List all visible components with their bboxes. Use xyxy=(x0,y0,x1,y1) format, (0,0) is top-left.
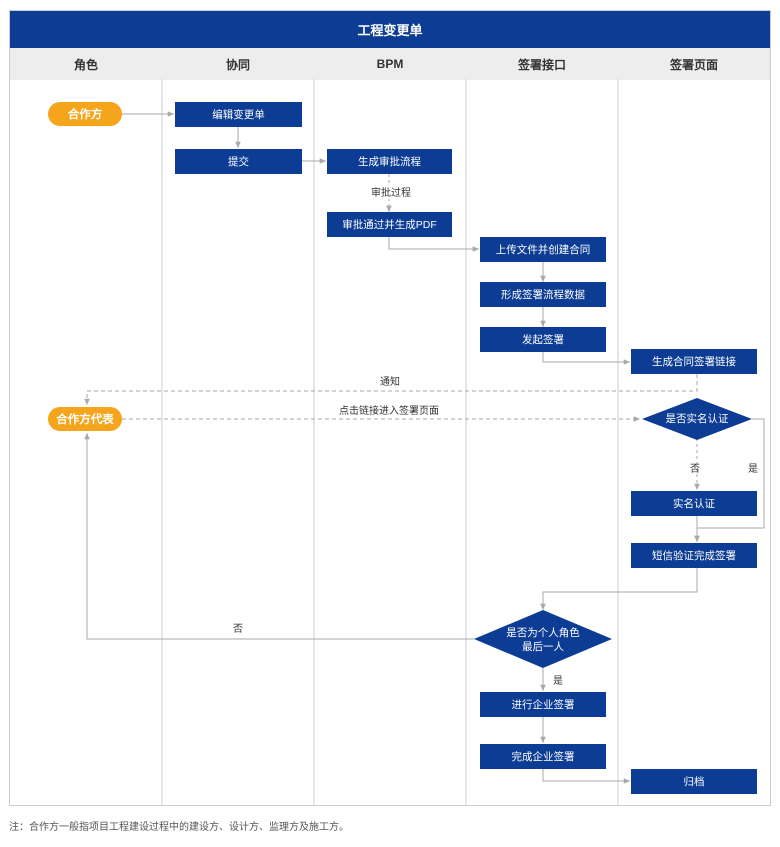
step-gen-flow: 生成审批流程 xyxy=(327,149,452,174)
label-decision2-yes: 是 xyxy=(553,676,563,687)
decision-verified xyxy=(642,398,752,440)
edge-decision2-no xyxy=(84,433,474,640)
lane-header: 角色 协同 BPM 签署接口 签署页面 xyxy=(10,48,770,80)
step-archive: 归档 xyxy=(631,769,757,794)
step-sms-sign: 短信验证完成签署 xyxy=(631,543,757,568)
lane-header-bpm: BPM xyxy=(376,57,404,71)
step-corp-sign: 进行企业签署 xyxy=(480,692,606,717)
label-click-link: 点击链接进入签署页面 xyxy=(339,406,439,417)
step-gen-link: 生成合同签署链接 xyxy=(631,349,757,374)
decision-verified-label: 是否实名认证 xyxy=(665,413,729,425)
lane-header-sign-api: 签署接口 xyxy=(517,57,566,72)
diagram-title: 工程变更单 xyxy=(10,11,770,48)
role-partner: 合作方 xyxy=(48,102,122,126)
step-upload: 上传文件并创建合同 xyxy=(480,237,606,262)
label-decision2-no: 否 xyxy=(233,624,243,635)
decision-last-person-label-2: 最后一人 xyxy=(522,641,564,653)
step-form-data: 形成签署流程数据 xyxy=(480,282,606,307)
step-submit: 提交 xyxy=(175,149,302,174)
step-start-sign: 发起签署 xyxy=(480,327,606,352)
lane-header-role: 角色 xyxy=(73,57,98,72)
role-partner-rep: 合作方代表 xyxy=(48,407,122,431)
label-verified-yes: 是 xyxy=(748,464,758,475)
step-approve-pdf: 审批通过并生成PDF xyxy=(327,212,452,237)
edge-approve-upload xyxy=(388,237,479,252)
decision-last-person-label-1: 是否为个人角色 xyxy=(506,627,580,639)
diagram-frame: 工程变更单 角色 协同 BPM 签署接口 签署页面 xyxy=(9,10,771,806)
footnote: 注：合作方一般指项目工程建设过程中的建设方、设计方、监理方及施工方。 xyxy=(9,822,349,833)
label-notify: 通知 xyxy=(380,377,400,388)
edge-notify xyxy=(84,374,698,405)
edge-verified-yes xyxy=(694,418,765,542)
label-approve-process: 审批过程 xyxy=(369,184,413,199)
edge-done-archive xyxy=(542,769,630,784)
step-edit-change: 编辑变更单 xyxy=(175,102,302,127)
decision-last-person xyxy=(474,610,612,668)
label-verified-no: 否 xyxy=(690,464,700,475)
step-real-name: 实名认证 xyxy=(631,491,757,516)
lane-header-sign-page: 签署页面 xyxy=(669,57,718,72)
step-corp-done: 完成企业签署 xyxy=(480,744,606,769)
edge-start-genlink xyxy=(542,352,630,365)
edge-sms-decision2 xyxy=(540,568,698,610)
lane-header-collab: 协同 xyxy=(225,57,250,72)
